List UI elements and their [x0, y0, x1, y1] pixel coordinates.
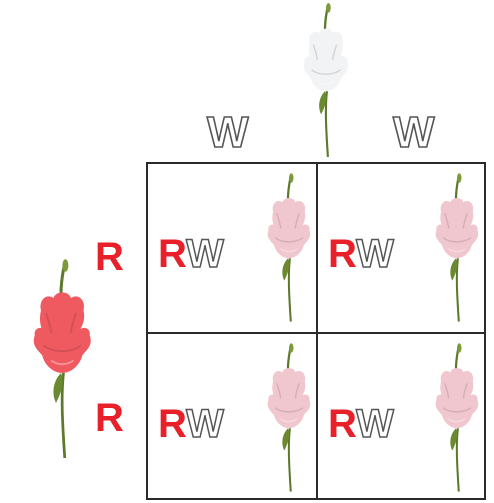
punnett-cell-bottom-left: RW: [148, 334, 316, 502]
left-parent-allele-2: R: [95, 398, 124, 438]
left-parent-allele-1: R: [95, 237, 124, 277]
pink-snapdragon-flower-icon: [428, 172, 484, 322]
punnett-cell-top-left: RW: [148, 164, 316, 332]
genotype-allele-white: W: [186, 402, 224, 446]
genotype-label: RW: [328, 234, 394, 274]
punnett-square-grid: RW RW RW RW: [146, 162, 486, 500]
genotype-label: RW: [328, 404, 394, 444]
punnett-cell-bottom-right: RW: [318, 334, 486, 502]
top-parent-allele-2: W: [393, 111, 435, 155]
genotype-allele-white: W: [186, 232, 224, 276]
genotype-allele-red: R: [328, 402, 356, 446]
pink-snapdragon-flower-icon: [428, 342, 484, 492]
top-parent-allele-1: W: [207, 111, 249, 155]
genotype-allele-red: R: [158, 232, 186, 276]
genotype-label: RW: [158, 234, 224, 274]
genotype-label: RW: [158, 404, 224, 444]
genotype-allele-white: W: [356, 232, 394, 276]
genotype-allele-red: R: [328, 232, 356, 276]
pink-snapdragon-flower-icon: [260, 342, 316, 492]
punnett-cell-top-right: RW: [318, 164, 486, 332]
pink-snapdragon-flower-icon: [260, 172, 316, 322]
genotype-allele-red: R: [158, 402, 186, 446]
white-snapdragon-flower-icon: [287, 2, 363, 157]
genotype-allele-white: W: [356, 402, 394, 446]
red-snapdragon-flower-icon: [20, 258, 102, 458]
